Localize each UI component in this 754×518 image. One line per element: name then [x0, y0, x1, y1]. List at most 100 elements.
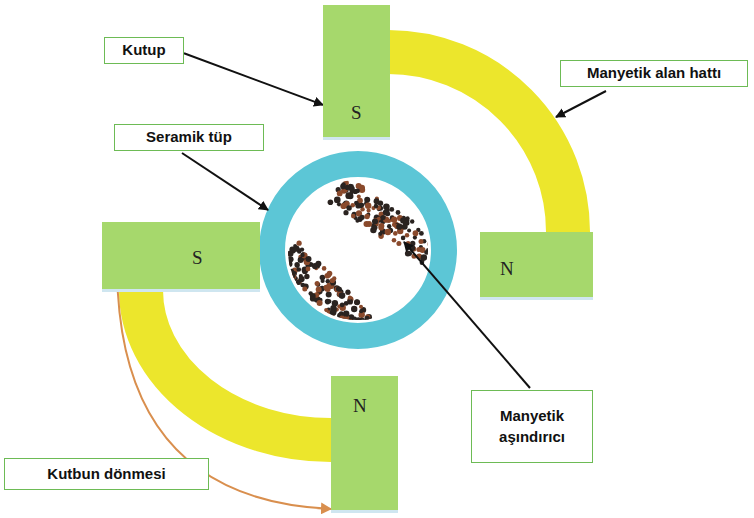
abrasive-particle [337, 191, 343, 197]
abrasive-particle [357, 195, 361, 199]
abrasive-particle [353, 329, 359, 335]
field-line-band [388, 52, 568, 234]
abrasive-particle [346, 290, 351, 295]
abrasive-particle [300, 253, 304, 257]
abrasive-particle [396, 210, 401, 215]
abrasive-particle [340, 303, 345, 308]
abrasive-particle [346, 192, 352, 198]
abrasive-particle [293, 245, 299, 251]
abrasive-particle [419, 239, 424, 244]
abrasive-particle [427, 241, 433, 247]
abrasive-particle [433, 234, 438, 239]
abrasive-particle [340, 315, 344, 319]
label-box: Seramik tüp [114, 124, 264, 151]
abrasive-particle [344, 301, 349, 306]
abrasive-particle [326, 291, 332, 297]
abrasive-particle [436, 236, 440, 240]
abrasive-particle [392, 238, 397, 243]
abrasive-particle [297, 241, 302, 246]
abrasive-particle [297, 267, 302, 272]
leader-arrow [182, 153, 268, 210]
abrasive-particle [340, 203, 346, 209]
abrasive-particle [355, 325, 360, 330]
abrasive-particle [360, 323, 366, 329]
abrasive-particle [345, 290, 350, 295]
abrasive-particle [348, 324, 352, 328]
abrasive-particle [334, 197, 341, 204]
abrasive-particle [413, 236, 417, 240]
abrasive-particle [324, 308, 328, 312]
magnet-pole: S [102, 222, 260, 292]
abrasive-particle [363, 319, 367, 323]
pole-letter: N [500, 259, 514, 278]
abrasive-particle [391, 217, 397, 223]
abrasive-particle [364, 316, 369, 321]
abrasive-particle [330, 278, 335, 283]
abrasive-particle [327, 271, 333, 277]
leader-arrow [404, 242, 530, 388]
abrasive-particle [317, 300, 323, 306]
abrasive-particle [332, 300, 338, 306]
abrasive-particle [372, 219, 378, 225]
abrasive-particle [401, 236, 406, 241]
label-text: Kutup [116, 40, 171, 60]
label-text: Manyetik alan hattı [581, 63, 727, 83]
abrasive-particle [315, 281, 320, 286]
pole-letter: N [353, 396, 367, 415]
abrasive-particle [360, 203, 364, 207]
abrasive-particle [356, 183, 362, 189]
abrasive-particle [306, 267, 311, 272]
abrasive-particle [343, 311, 349, 317]
abrasive-particle [367, 209, 371, 213]
label-text: Manyetik aşındırıcı [472, 406, 592, 447]
abrasive-particle [312, 263, 318, 269]
abrasive-particle [331, 310, 335, 314]
abrasive-particle [343, 317, 349, 323]
label-box: Manyetik aşındırıcı [471, 390, 593, 463]
abrasive-particle [396, 224, 402, 230]
abrasive-particle [304, 274, 309, 279]
magnet-pole: N [331, 376, 398, 513]
abrasive-particle [366, 221, 372, 227]
abrasive-particle [360, 321, 366, 327]
abrasive-particle [310, 293, 316, 299]
abrasive-particle [365, 203, 371, 209]
abrasive-particle [285, 260, 291, 266]
abrasive-particle [416, 247, 421, 252]
abrasive-particle [407, 228, 411, 232]
abrasive-particle [383, 210, 389, 216]
abrasive-particle [360, 215, 365, 220]
abrasive-particle [321, 279, 325, 283]
abrasive-particle [424, 250, 429, 255]
abrasive-particle [347, 325, 351, 329]
abrasive-particle [299, 276, 305, 282]
abrasive-particle [359, 305, 363, 309]
pole-letter: S [351, 103, 362, 122]
abrasive-particle [389, 207, 394, 212]
abrasive-particle [372, 224, 377, 229]
abrasive-particle [327, 283, 331, 287]
abrasive-particle [343, 323, 348, 328]
abrasive-particle [302, 286, 307, 291]
abrasive-particle [355, 327, 361, 333]
callout-arrow [184, 53, 323, 105]
abrasive-particle [287, 256, 293, 262]
abrasive-particle [327, 299, 331, 303]
abrasive-particle [354, 299, 360, 305]
label-box: Kutup [104, 37, 184, 64]
label-box: Manyetik alan hattı [560, 60, 748, 87]
abrasive-particle [396, 241, 401, 246]
abrasive-particle [322, 266, 327, 271]
abrasive-particle [294, 262, 299, 267]
abrasive-particle [326, 279, 331, 284]
abrasive-particle [355, 189, 360, 194]
ceramic-tube [272, 164, 444, 336]
abrasive-particle [405, 233, 410, 238]
magnet-pole: N [480, 232, 593, 300]
abrasive-particle [343, 210, 348, 215]
pole-letter: S [192, 248, 203, 267]
abrasive-particle [378, 232, 382, 236]
abrasive-particle [287, 251, 293, 257]
abrasive-particle [332, 308, 337, 313]
